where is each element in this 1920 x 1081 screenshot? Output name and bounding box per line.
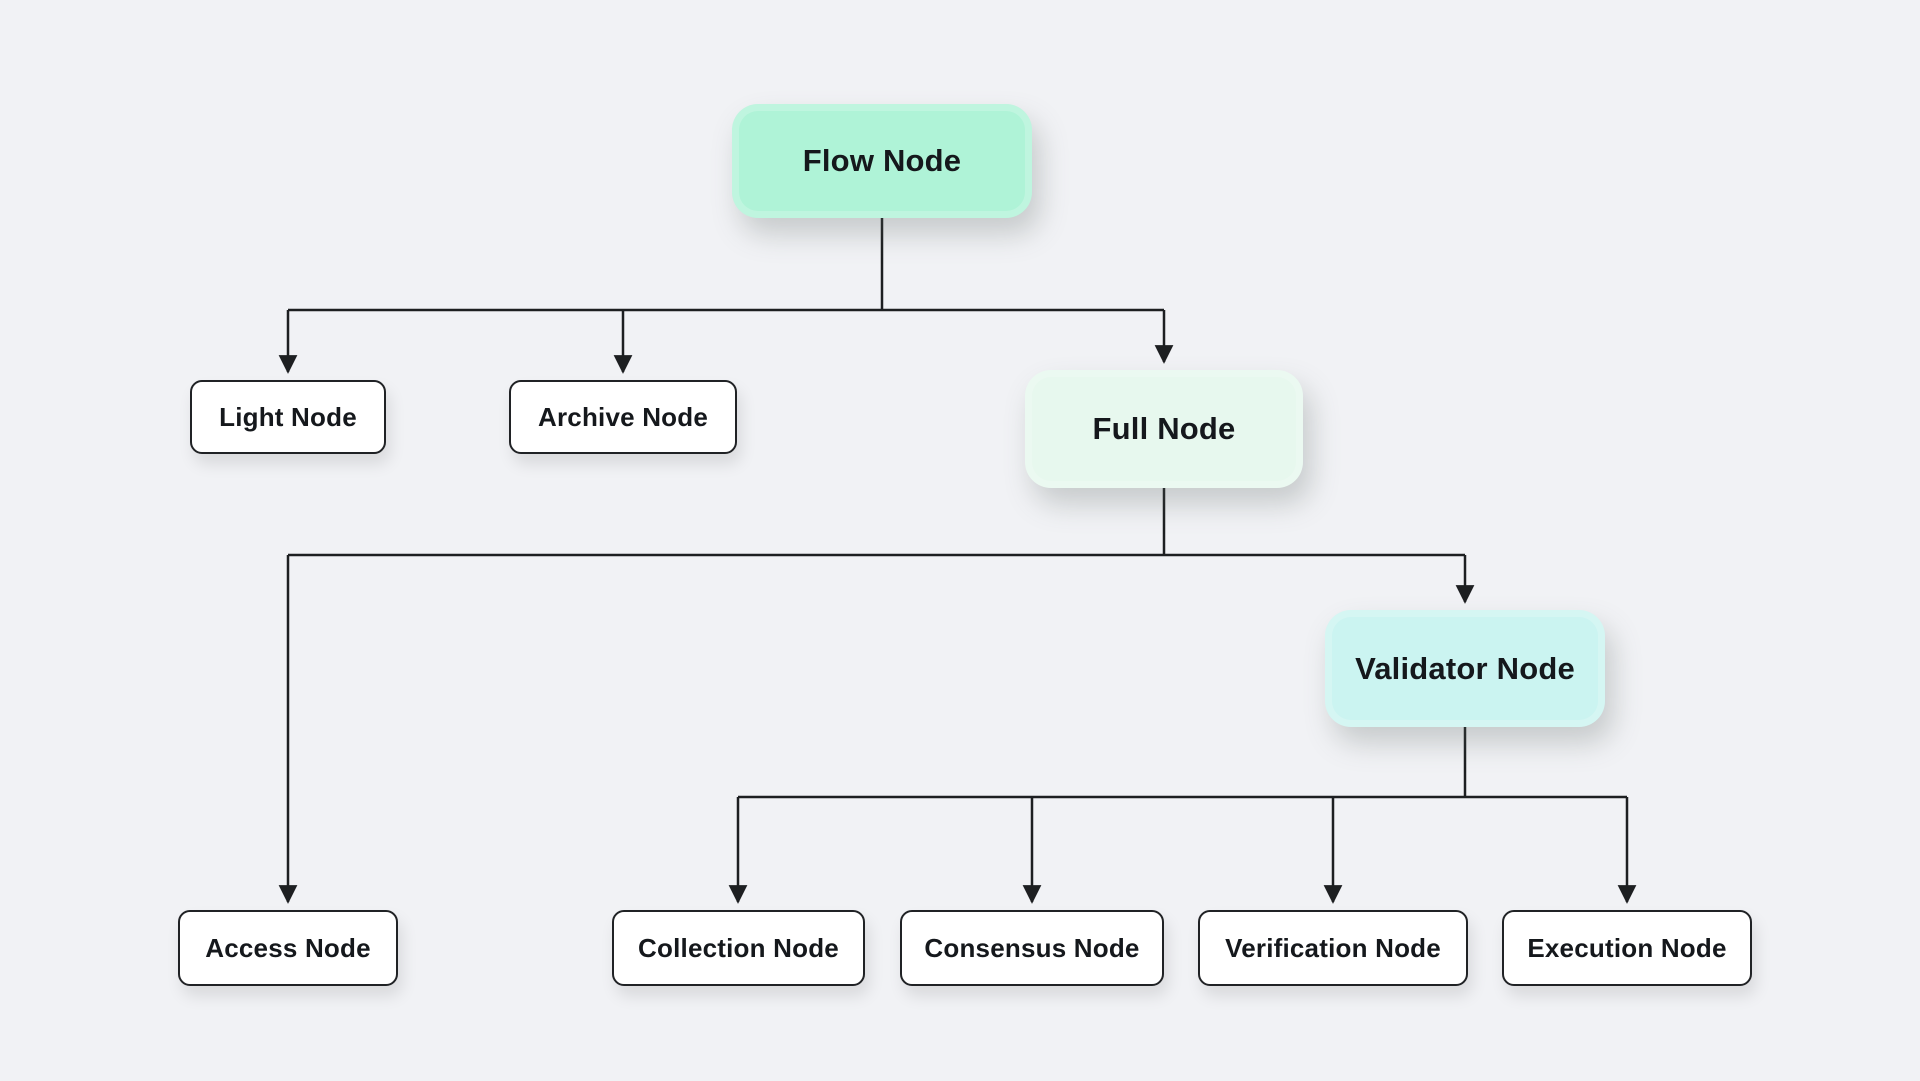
node-light-label: Light Node [219, 401, 357, 432]
node-full: Full Node [1025, 370, 1303, 488]
node-full-label: Full Node [1092, 411, 1236, 446]
node-consensus-label: Consensus Node [924, 932, 1140, 963]
node-verification: Verification Node [1198, 910, 1468, 986]
node-flow-label: Flow Node [802, 143, 962, 178]
node-archive-label: Archive Node [537, 401, 708, 432]
node-validator: Validator Node [1325, 610, 1605, 727]
node-access: Access Node [178, 910, 398, 986]
node-consensus: Consensus Node [900, 910, 1164, 986]
node-collection-label: Collection Node [638, 932, 839, 963]
node-validator-label: Validator Node [1355, 650, 1575, 686]
node-flow: Flow Node [732, 104, 1032, 218]
node-verification-label: Verification Node [1225, 932, 1441, 963]
node-archive: Archive Node [509, 380, 737, 454]
node-light: Light Node [190, 380, 386, 454]
node-collection: Collection Node [612, 910, 865, 986]
node-execution-label: Execution Node [1527, 932, 1727, 963]
node-execution: Execution Node [1502, 910, 1752, 986]
node-access-label: Access Node [205, 932, 371, 963]
